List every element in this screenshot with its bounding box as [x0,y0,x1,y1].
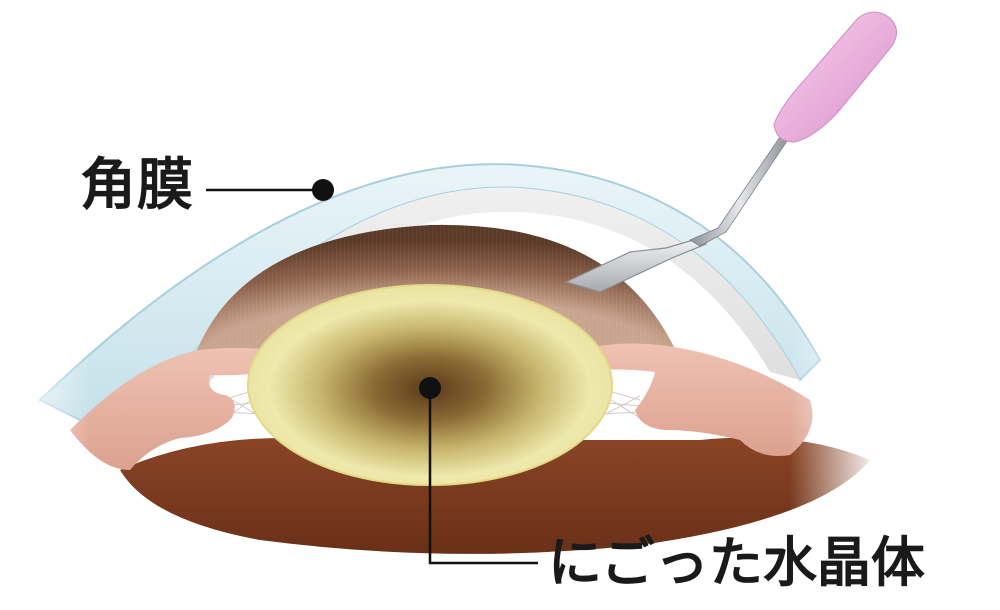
instrument-handle [773,11,897,143]
iris-fibers [190,224,680,370]
marker-dot-icon [312,179,334,201]
cloudy-lens-label: にごった水晶体 [548,531,925,594]
marker-dot-icon [419,377,441,399]
ciliary-body-left [70,347,287,470]
fade-right [790,300,880,530]
lens-leader-line [428,388,538,565]
ciliary-body-right [574,343,813,456]
fade-left [0,300,90,530]
cornea-label: 角膜 [80,153,194,218]
posterior-tissue [120,437,870,554]
surgical-probe-icon [564,11,897,293]
